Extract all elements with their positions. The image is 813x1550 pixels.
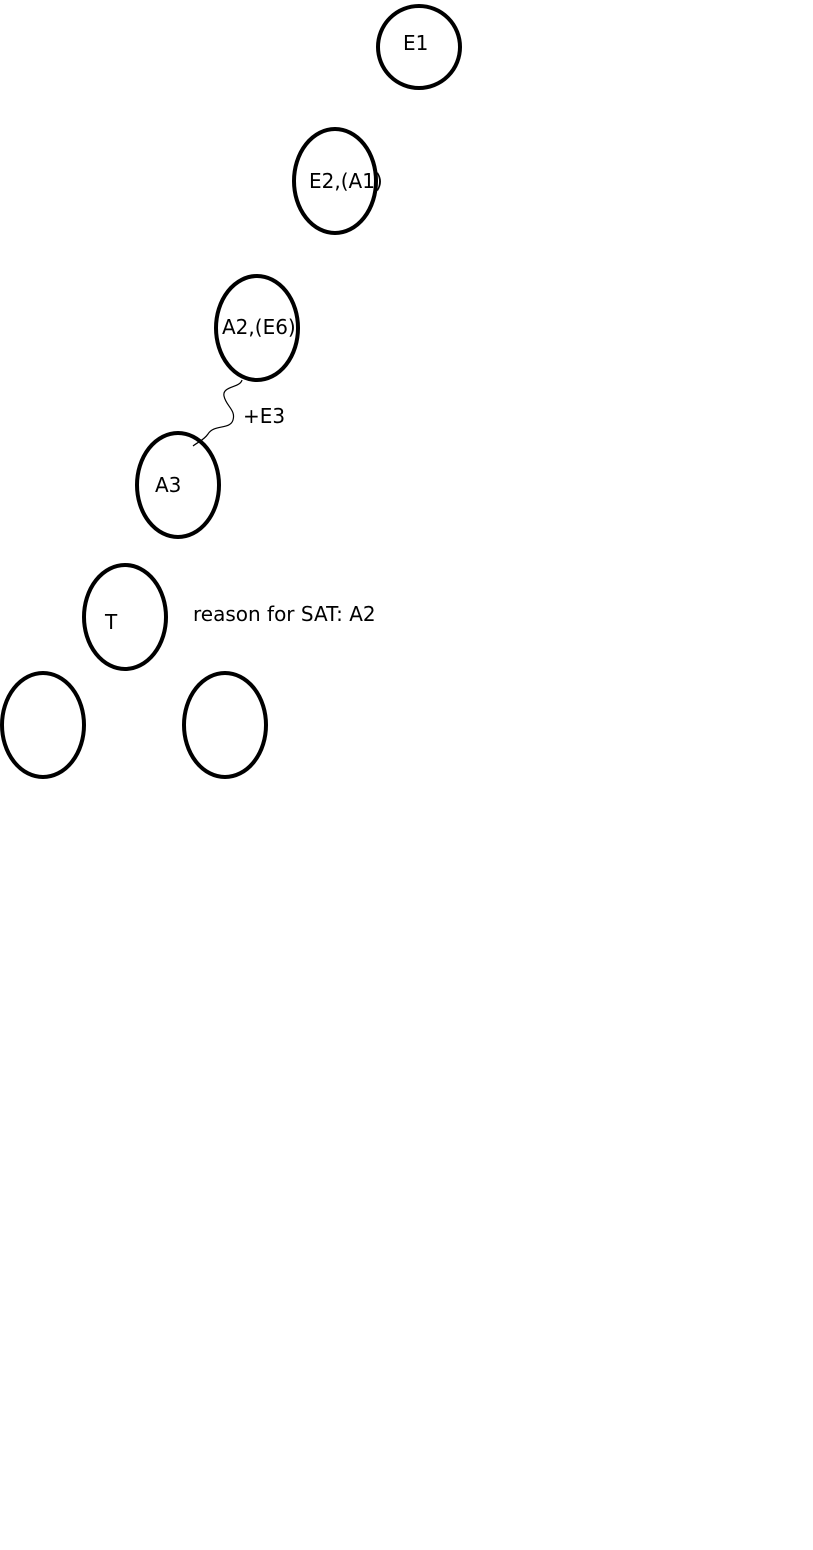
node-e1-label: E1: [403, 31, 428, 55]
node-empty-left: [0, 671, 86, 779]
node-a3-label: A3: [155, 473, 181, 497]
node-a2-e6-ellipse: [214, 274, 300, 382]
node-t-label: T: [104, 610, 118, 634]
node-a2-e6-label: A2,(E6): [222, 315, 296, 339]
node-a3-ellipse: [135, 431, 221, 539]
node-e2-a1: E2,(A1): [292, 127, 383, 235]
node-e2-a1-label: E2,(A1): [309, 169, 383, 193]
node-e2-a1-ellipse: [292, 127, 378, 235]
edge-a2-to-a3-squiggle: [192, 379, 243, 447]
node-t: T: [82, 563, 168, 671]
node-empty-right-ellipse: [182, 671, 268, 779]
node-t-ellipse: [82, 563, 168, 671]
node-e1-ellipse: [376, 4, 462, 90]
node-e1: E1: [376, 4, 462, 90]
node-a3: A3: [135, 431, 221, 539]
sat-reason-annotation: reason for SAT: A2: [193, 602, 376, 626]
edge-a2-to-a3: +E3: [192, 379, 285, 447]
node-empty-left-ellipse: [0, 671, 86, 779]
node-empty-right: [182, 671, 268, 779]
node-a2-e6: A2,(E6): [214, 274, 300, 382]
edge-a2-to-a3-label: +E3: [243, 404, 285, 428]
